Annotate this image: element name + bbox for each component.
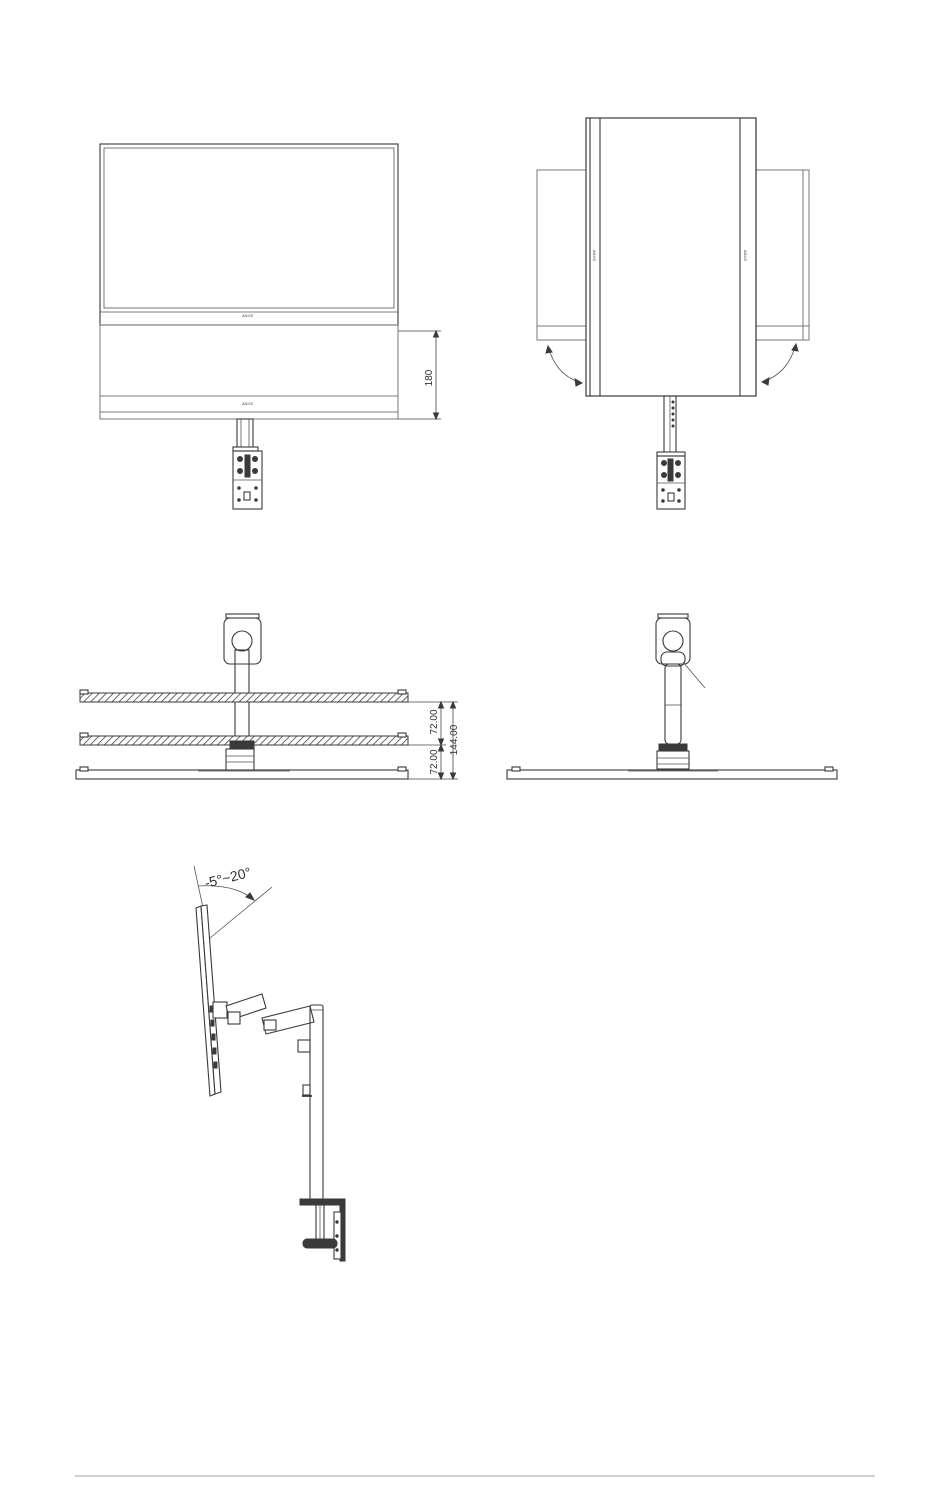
front-view: ASUS ASUS 180 [100,144,441,509]
monitor-upper-outline [100,144,398,325]
tilt-side-view: -5°~20° [194,864,345,1261]
tilt-clamp-top [300,1199,344,1205]
monitor-portrait [586,118,756,396]
top-head [224,618,261,664]
rotate-arrow-left [548,346,582,383]
offset-dimension-total: 144.00 [449,724,460,755]
monitor-upper-screen [104,148,394,308]
front-upper-logo: ASUS [241,313,253,318]
offset-dimension-a: 72.00 [429,709,440,734]
tilt-angle-label: -5°~20° [203,864,253,891]
panel-position-1 [80,693,408,702]
arm-top-view [507,614,837,779]
front-height-dimension: 180 [424,369,435,386]
rotate-logo-right: ASUS [743,249,748,261]
rotate-arrow-right [762,344,796,382]
tilt-hinge [213,1002,227,1018]
rotate-view: ASUS ASUS [537,118,809,509]
tilt-pole [310,1005,323,1205]
offset-dimension-b: 72.00 [429,749,440,774]
arm-leader-line [683,662,705,688]
front-pole [237,419,253,449]
front-lower-logo: ASUS [241,401,253,406]
tilt-clamp-pad [303,1239,337,1248]
offset-top-view: 72.00 144.00 72.00 [76,614,460,779]
arm-body [665,664,681,744]
tilt-reference-angle [210,887,272,938]
rotate-logo-left: ASUS [592,249,597,261]
